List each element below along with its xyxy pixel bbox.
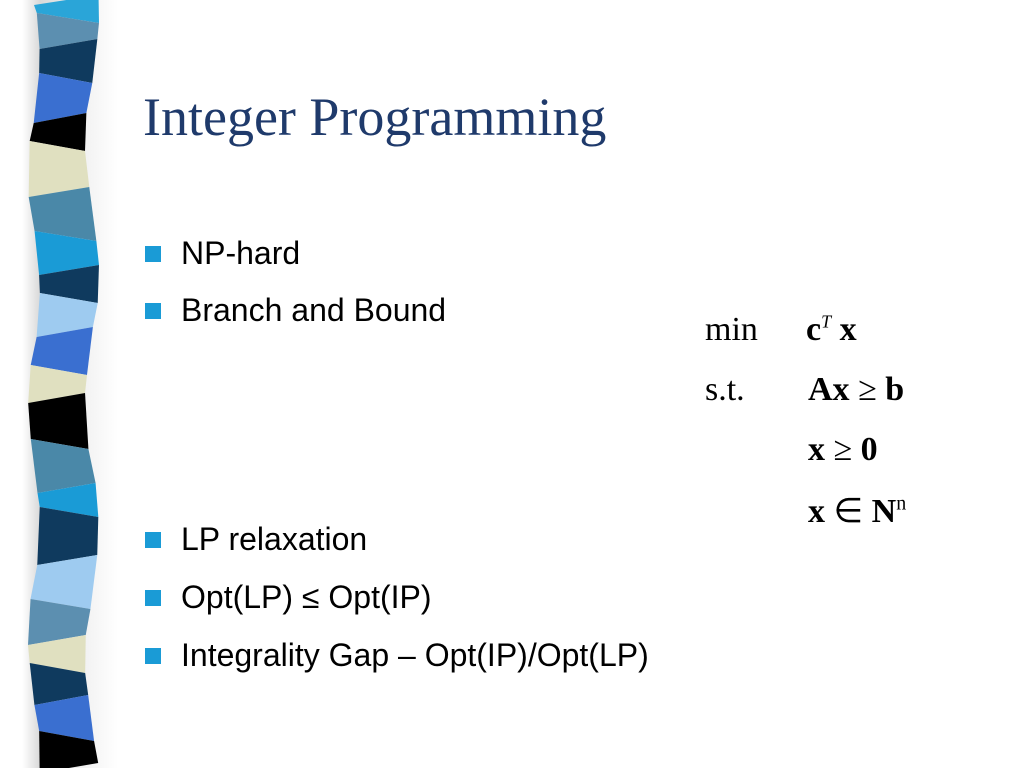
transpose-superscript: T <box>821 311 832 332</box>
decorative-strip <box>28 0 99 768</box>
constraint-lhs: x <box>808 493 825 530</box>
bullet-text: LP relaxation <box>181 521 368 557</box>
strip-band <box>28 187 97 241</box>
constraint-lhs: x <box>808 431 825 468</box>
square-bullet-icon <box>145 590 161 606</box>
bullet-text: Opt(LP) ≤ Opt(IP) <box>181 579 432 615</box>
slide-title: Integer Programming <box>143 87 607 147</box>
constraint-rhs: N <box>871 493 897 530</box>
square-bullet-icon <box>145 532 161 548</box>
strip-band <box>29 663 89 705</box>
bullet-text: Integrality Gap – Opt(IP)/Opt(LP) <box>181 637 649 673</box>
bullet-text: NP-hard <box>181 235 301 271</box>
constraint-operator: ≥ <box>858 371 877 408</box>
objective-vector: c <box>806 311 822 348</box>
constraint-operator: ∈ <box>833 493 864 530</box>
constraint-rhs: b <box>885 371 905 408</box>
strip-band <box>30 327 93 375</box>
constraint-x-in-n: x ∈ Nn <box>808 492 906 532</box>
formulation-min-label: min <box>705 311 758 348</box>
strip-band <box>39 39 98 83</box>
strip-band <box>33 73 93 123</box>
strip-band <box>28 599 91 645</box>
strip-band <box>36 13 99 49</box>
strip-band <box>37 483 99 517</box>
strip-band <box>30 555 98 609</box>
strip-band <box>28 635 86 673</box>
strip-band <box>28 365 87 403</box>
objective-variable: x <box>839 311 857 348</box>
strip-band <box>39 731 99 768</box>
constraint-superscript: n <box>896 492 907 515</box>
constraint-rhs: 0 <box>860 431 878 468</box>
strip-band <box>28 393 89 449</box>
strip-band <box>34 231 99 275</box>
bullet-text: Branch and Bound <box>181 292 447 328</box>
formulation-objective: cT x <box>806 310 857 350</box>
formulation-st-label: s.t. <box>705 371 745 408</box>
square-bullet-icon <box>145 246 161 262</box>
strip-band <box>37 507 99 565</box>
strip-band <box>34 0 99 23</box>
constraint-operator: ≥ <box>833 431 853 468</box>
square-bullet-icon <box>145 648 161 664</box>
strip-band <box>39 265 99 303</box>
strip-band <box>30 439 96 493</box>
constraint-x-ge-0: x ≥ 0 <box>808 430 878 470</box>
strip-band <box>34 695 95 741</box>
strip-band <box>29 113 87 151</box>
square-bullet-icon <box>145 303 161 319</box>
strip-band <box>28 141 90 197</box>
constraint-lhs: Ax <box>808 371 850 408</box>
strip-band <box>36 293 98 337</box>
constraint-ax-ge-b: Ax ≥ b <box>808 370 904 410</box>
